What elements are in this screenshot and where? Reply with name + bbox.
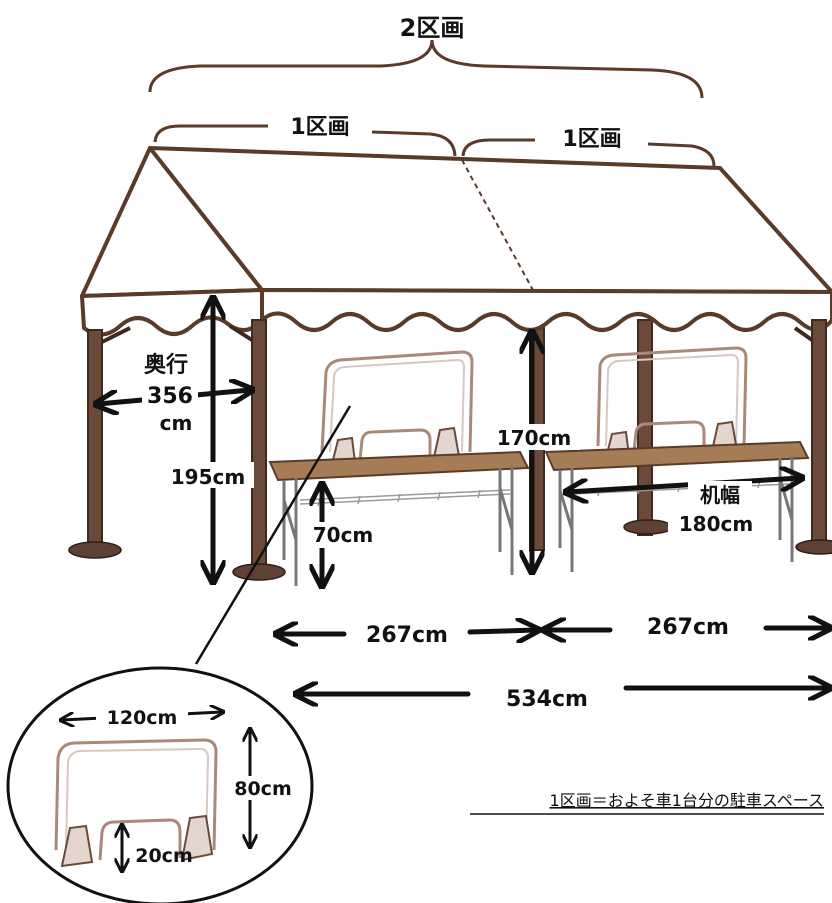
label-side-height: 195cm — [171, 465, 245, 489]
label-screen-width: 120cm — [107, 707, 178, 729]
label-depth-value: 356 — [147, 384, 193, 409]
tent-pole-front-right — [811, 319, 827, 551]
tent-pole-front-mid — [251, 319, 267, 571]
pole-base — [623, 519, 673, 535]
partition-foot — [60, 824, 94, 868]
tent-pole-front-left — [87, 329, 103, 549]
table-right — [544, 346, 810, 572]
label-side-height-bg — [162, 462, 254, 488]
partition-cutout — [358, 428, 432, 461]
partition-cutout — [98, 818, 182, 861]
partition-screen-inner — [605, 353, 740, 447]
table-legs — [282, 466, 514, 586]
pole-base — [232, 563, 286, 581]
label-table-width-value: 180cm — [679, 512, 753, 536]
tent-valance-front — [260, 288, 832, 332]
section-braces — [148, 39, 716, 167]
label-table-height: 70cm — [313, 523, 374, 547]
partition-cutout — [632, 420, 706, 453]
brace-section-right — [647, 142, 716, 167]
brace-two-sections — [148, 39, 704, 99]
label-table-width: 机幅 — [700, 483, 740, 507]
pole-base — [795, 539, 832, 555]
partition-screen-inner — [329, 358, 466, 453]
table-left — [268, 350, 530, 586]
pole-brace — [101, 326, 131, 344]
table-top — [544, 440, 810, 472]
partition-screen-inner — [65, 747, 210, 849]
tent — [68, 146, 832, 581]
arrow-table-width — [568, 478, 800, 492]
dimension-arrows — [98, 300, 828, 694]
label-total-width: 534cm — [506, 687, 588, 712]
label-table-width-bg — [688, 481, 752, 507]
note-text: 1区画＝およそ車1台分の駐車スペース — [550, 791, 824, 810]
table-shelf — [299, 489, 511, 507]
label-depth-bg — [142, 382, 198, 406]
partition-screen — [54, 738, 218, 851]
brace-section-left — [371, 130, 457, 157]
label-table-height-bg — [306, 522, 380, 548]
callout-leader-line — [194, 405, 352, 665]
partition-screen — [596, 346, 748, 447]
label-screen-gap: 20cm — [135, 845, 193, 867]
label-screen-width-bg — [96, 706, 188, 728]
label-section-width-left: 267cm — [366, 623, 448, 648]
pole-brace — [228, 324, 254, 342]
brace-section-right — [461, 138, 535, 157]
label-two-sections: 2区画 — [400, 14, 465, 42]
label-depth: 奥行 — [144, 352, 188, 378]
partition-screen — [320, 350, 474, 453]
tent-roof-top — [148, 146, 832, 294]
label-table-width-value-bg — [668, 510, 764, 536]
section-divider-line — [461, 159, 535, 293]
pole-brace — [793, 326, 814, 342]
label-section-width-right: 267cm — [647, 615, 729, 640]
label-screen-height: 80cm — [234, 778, 292, 800]
label-eave-height: 170cm — [497, 426, 571, 450]
label-depth-unit: cm — [160, 411, 193, 435]
partition-foot — [180, 814, 214, 862]
label-one-section-left: 1区画 — [290, 115, 349, 140]
label-screen-height-bg — [224, 776, 302, 800]
pole-base — [68, 541, 122, 559]
label-eave-height-bg — [488, 424, 580, 450]
label-depth-bg — [140, 350, 196, 376]
label-one-section-right: 1区画 — [562, 127, 621, 152]
brace-section-left — [153, 124, 268, 143]
arrow-section-width-left — [467, 630, 536, 632]
